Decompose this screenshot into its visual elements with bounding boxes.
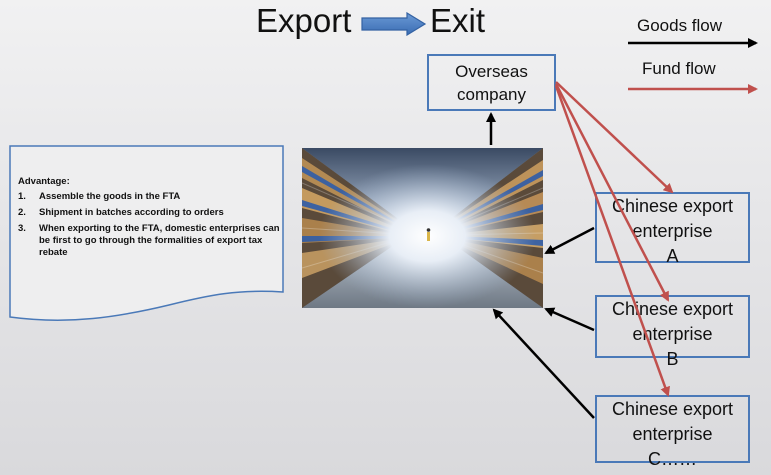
title-exit: Exit: [430, 2, 486, 39]
diagram-title: Export Exit: [256, 2, 496, 42]
goods-arrow-b: [544, 307, 595, 332]
advantage-list: 1. Assemble the goods in the FTA 2. Ship…: [18, 191, 280, 259]
fund-arrow-a: [555, 81, 674, 194]
overseas-company-box: Overseas company: [427, 54, 556, 111]
legend-goods-label: Goods flow: [637, 16, 723, 35]
enterprise-a-box: Chinese export enterprise A: [595, 192, 750, 266]
advantage-item: 3. When exporting to the FTA, domestic e…: [18, 223, 280, 258]
overseas-line1: Overseas: [455, 62, 528, 81]
goods-arrow-a: [544, 226, 595, 255]
enterprise-b-box: Chinese export enterprise B: [595, 295, 750, 369]
warehouse-image: [302, 148, 543, 308]
title-arrow-icon: [361, 12, 427, 36]
advantage-note: Advantage: 1. Assemble the goods in the …: [9, 145, 284, 325]
advantage-item: 2. Shipment in batches according to orde…: [18, 207, 224, 218]
advantage-heading: Advantage:: [18, 176, 70, 187]
document-shape: [9, 145, 284, 321]
legend-fund-label: Fund flow: [642, 59, 716, 78]
enterprise-c-box: Chinese export enterprise C……: [595, 395, 750, 469]
advantage-item: 1. Assemble the goods in the FTA: [18, 191, 181, 202]
overseas-line2: company: [457, 85, 526, 104]
title-export: Export: [256, 2, 352, 39]
goods-arrow-c: [492, 308, 595, 419]
